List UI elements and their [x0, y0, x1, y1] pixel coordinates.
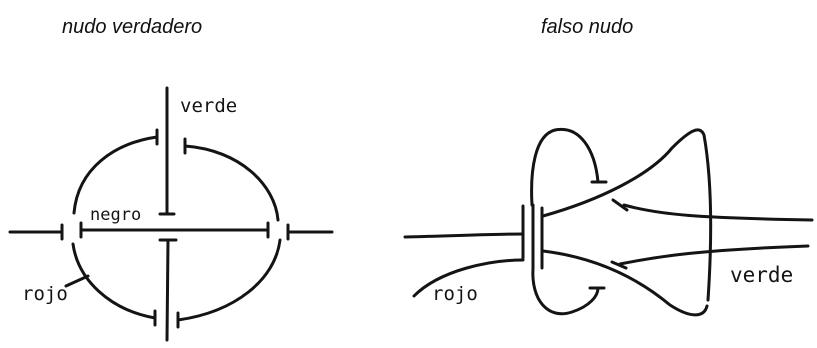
rojo-pointer-line	[66, 276, 88, 286]
true-knot-diagram: verde negro rojo	[10, 88, 332, 340]
upper-inner-strand	[624, 205, 812, 220]
false-knot-diagram: rojo verde	[405, 129, 812, 315]
label-verde: verde	[180, 95, 237, 117]
label-rojo: rojo	[22, 283, 68, 305]
red-loop-lower-right	[178, 240, 280, 320]
upper-left-lobe	[532, 129, 598, 205]
red-loop-upper-left	[74, 137, 157, 213]
label-negro: negro	[90, 205, 141, 225]
green-cord-lower	[167, 240, 168, 340]
lower-inner-strand	[620, 246, 808, 264]
label-verde-right: verde	[730, 263, 793, 287]
lower-left-lobe	[533, 268, 598, 314]
left-entry-cord	[405, 234, 523, 237]
label-rojo-right: rojo	[432, 283, 478, 305]
red-loop-upper-right	[185, 146, 278, 220]
lower-crossing-strand	[543, 251, 707, 315]
red-loop-lower-left	[73, 244, 155, 318]
